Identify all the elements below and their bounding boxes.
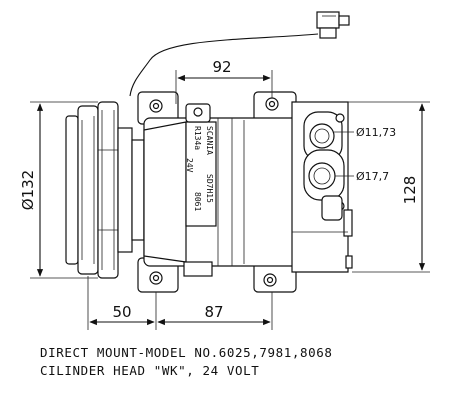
caption-line-2: CILINDER HEAD "WK", 24 VOLT <box>40 363 260 378</box>
plate-voltage: 24V <box>185 158 194 173</box>
label-plate-text: SCANIA SD7H15 8061 R134a 24V <box>185 126 214 211</box>
callout-port-large: Ø11,73 <box>334 126 396 139</box>
caption-line-1: DIRECT MOUNT-MODEL NO.6025,7981,8068 <box>40 345 333 360</box>
dim-height-label: 128 <box>401 176 419 205</box>
port-small-label: Ø17,7 <box>356 170 389 183</box>
electrical-connector <box>129 11 350 97</box>
dim-top-width-label: 92 <box>212 58 231 76</box>
plate-refrigerant: R134a <box>193 126 202 150</box>
dim-top-width: 92 <box>175 58 273 104</box>
pulley <box>65 101 145 279</box>
cylinder-head <box>291 101 353 273</box>
callout-port-small: Ø17,7 <box>335 170 389 183</box>
connector-wire <box>129 33 319 97</box>
plate-model: SD7H15 <box>205 174 214 203</box>
compressor-body <box>137 91 305 293</box>
dim-pulley-diameter: Ø132 <box>19 101 98 279</box>
port-large-label: Ø11,73 <box>356 126 396 139</box>
port-small <box>308 162 336 190</box>
dim-pulley-offset-label: 50 <box>112 303 131 321</box>
dim-height: 128 <box>296 101 430 273</box>
dim-pulley-diameter-label: Ø132 <box>19 170 37 210</box>
dim-mount-distance-label: 87 <box>204 303 223 321</box>
port-large <box>309 123 335 149</box>
plate-brand: SCANIA <box>205 126 214 155</box>
plate-code: 8061 <box>193 192 202 211</box>
dim-bottom: 50 87 <box>87 276 273 330</box>
